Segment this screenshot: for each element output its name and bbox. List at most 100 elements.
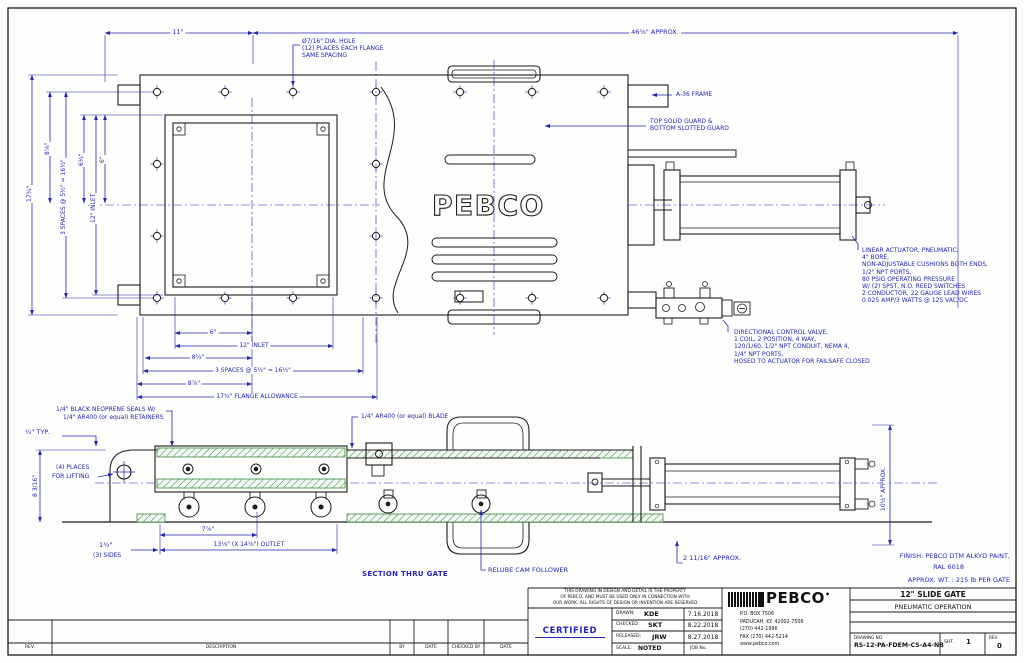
- actuator-note-line: 80 PSIG OPERATING PRESSURE: [862, 275, 956, 283]
- dim-outlet: 13⅛" (X 14⅛") OUTLET: [213, 541, 285, 548]
- company-logo-text: PEBCO: [766, 589, 825, 607]
- vdim-total: 17¾": [26, 184, 34, 203]
- hdim-inlet: 12" INLET: [237, 342, 271, 350]
- scale-label: SCALE:: [616, 646, 632, 651]
- actuator-note-line: NON-ADJUSTABLE CUSHIONS BOTH ENDS,: [862, 261, 988, 269]
- three-sides-note: (3) SIDES: [93, 552, 122, 559]
- sheet-label: SHT.: [944, 640, 954, 645]
- dim-2-11-16: 2 11/16" APPROX.: [683, 554, 742, 562]
- hole-callout-line3: SAME SPACING: [302, 52, 348, 60]
- guard-note-line1: TOP SOLID GUARD &: [650, 118, 713, 125]
- strip-rev-header: REV.: [25, 645, 35, 650]
- strip-date-header: DATE: [425, 645, 437, 650]
- section-caption: SECTION THRU GATE: [362, 570, 449, 578]
- valve-note-line: HOSED TO ACTUATOR FOR FAILSAFE CLOSED: [734, 357, 870, 365]
- drawn-label: DRAWN:: [616, 611, 635, 616]
- address-line: P.O. BOX 7506: [740, 612, 774, 617]
- quarter-typ: ¼" TYP.: [25, 428, 50, 436]
- logo-dot: •: [824, 590, 831, 599]
- lifting-note-line1: (4) PLACES: [56, 464, 90, 471]
- vdim-6-1-4: 6¼": [78, 152, 86, 167]
- released-value: JRW: [652, 633, 667, 641]
- vdim-inlet: 12" INLET: [90, 192, 98, 224]
- vdim-8-7-8: 8⅞": [44, 141, 52, 156]
- dim-7-7-8: 7⅞": [201, 526, 215, 533]
- lifting-note-line2: FOR LIFTING: [52, 473, 90, 480]
- hdim-8-1-4: 8¼": [189, 354, 207, 362]
- sheet-border: [7, 7, 1017, 656]
- checked-date: 8.22.2018: [687, 622, 719, 629]
- finish-note-line2: RAL 6018: [933, 563, 964, 571]
- strip-checkedby-header: CHECKED BY: [451, 645, 481, 650]
- drawn-value: KDE: [644, 610, 659, 618]
- hdim-8-7-8: 8⅞": [185, 380, 203, 388]
- hdim-flange: 17¾" FLANGE ALLOWANCE: [214, 393, 300, 401]
- address-line: FAX (270) 442-5214: [740, 634, 788, 640]
- title-block-lines: [8, 587, 1016, 655]
- actuator-note-line: 2 CONDUCTOR, 22 GAUGE LEAD WIRES: [862, 290, 981, 298]
- hdim-spaces: 3 SPACES @ 5½" = 16½": [213, 367, 293, 375]
- drawing-subtitle: PNEUMATIC OPERATION: [894, 602, 972, 611]
- job-no-label: JOB No.: [690, 646, 707, 651]
- strip-description-header: DESCRIPTION: [205, 645, 237, 650]
- scale-value: NOTED: [638, 645, 662, 652]
- dim-overall: 46⅝" APPROX.: [629, 28, 681, 37]
- strip-by-header: BY: [399, 645, 405, 650]
- certified-stamp: CERTIFIED: [534, 626, 606, 638]
- guard-logo-cutout: PEBCO: [432, 189, 545, 222]
- actuator-note-line: 4" BORE,: [862, 254, 890, 262]
- valve-note-line: 120/1/60, 1/2" NPT CONDUIT, NEMA 4,: [734, 343, 850, 351]
- vdim-spaces: 3 SPACES @ 5½" = 16½": [60, 158, 68, 236]
- valve-note: DIRECTIONAL CONTROL VALVE, 1 COIL, 2 POS…: [734, 329, 870, 365]
- guard-note-line2: BOTTOM SLOTTED GUARD: [650, 125, 729, 133]
- hole-callout-line2: (12) PLACES EACH FLANGE: [302, 45, 384, 53]
- actuator-note: LINEAR ACTUATOR, PNEUMATIC, 4" BORE, NON…: [862, 247, 988, 305]
- checked-label: CHECKED:: [616, 622, 640, 627]
- strip-date2-header: DATE: [500, 645, 512, 650]
- property-note-line2: OF PEBCO, AND MUST BE USED ONLY IN CONNE…: [560, 595, 690, 601]
- dim-11: 11": [170, 28, 186, 37]
- valve-note-line: DIRECTIONAL CONTROL VALVE,: [734, 329, 829, 336]
- actuator-note-line: 1/2" NPT PORTS,: [862, 268, 912, 276]
- released-date: 8.27.2018: [687, 634, 719, 641]
- vdim-6: 6": [99, 155, 107, 164]
- property-note-line3: OUR WORK. ALL RIGHTS OF DESIGN OR INVENT…: [552, 601, 698, 607]
- address-line: PADUCAH, KY. 42002-7506: [740, 619, 804, 625]
- weight-note: APPROX. WT. : 215 lb PER GATE: [907, 576, 1010, 584]
- hole-callout: Ø7/16" DIA. HOLE (12) PLACES EACH FLANGE…: [302, 38, 383, 60]
- sheet-value: 1: [966, 638, 971, 646]
- drawing-no-value: RS-12-PA-FDEM-CS-A4-NB: [854, 642, 944, 649]
- company-address: P.O. BOX 7506 PADUCAH, KY. 42002-7506 (2…: [740, 611, 804, 649]
- actuator-note-line: LINEAR ACTUATOR, PNEUMATIC,: [862, 247, 959, 254]
- section-view: [62, 416, 932, 555]
- address-line: (270) 442-1996: [740, 627, 778, 633]
- relube-note: RELUBE CAM FOLLOWER: [488, 566, 569, 574]
- property-note-line1: THIS DRAWING IN DESIGN AND DETAIL IS THE…: [564, 589, 686, 594]
- address-line: www.pebco.com: [740, 642, 780, 648]
- vdim-10-1-2: 10½" APPROX.: [880, 466, 888, 512]
- actuator-note-line: 0.025 AMP/3 WATTS @ 125 VAC/DC: [862, 297, 968, 305]
- drawing-title: 12" SLIDE GATE: [900, 590, 966, 599]
- hole-callout-line1: Ø7/16" DIA. HOLE: [302, 38, 356, 45]
- finish-note-line1: FINISH: PEBCO DTM ALKYD PAINT,: [899, 552, 1010, 560]
- seals-note-line2: 1/4" AR400 (or equal) RETAINERS: [63, 414, 164, 421]
- lifting-hole: [113, 461, 135, 483]
- vdim-8-3-16: 8 3/16": [32, 474, 40, 498]
- actuator-note-line: W/ (2) SPST, N.O. REED SWITCHES: [862, 283, 966, 291]
- company-logo: PEBCO•: [766, 589, 831, 607]
- checked-value: SKT: [648, 621, 663, 629]
- rev-label: REV.: [989, 635, 999, 640]
- frame-note: A-36 FRAME: [676, 91, 713, 98]
- released-label: RELEASED:: [616, 634, 642, 639]
- valve-note-line: 1 COIL, 2 POSITION, 4 WAY,: [734, 336, 817, 344]
- logo-barcode: [728, 592, 764, 607]
- dim-1-3-4: 1¾": [99, 541, 113, 549]
- dimension-lines: [28, 31, 959, 571]
- seals-note-line1: 1/4" BLACK NEOPRENE SEALS W/: [56, 406, 156, 413]
- drawing-no-label: DRAWING NO.: [854, 635, 884, 640]
- property-note: THIS DRAWING IN DESIGN AND DETAIL IS THE…: [528, 589, 722, 608]
- hdim-6: 6": [207, 329, 219, 337]
- rev-value: 0: [997, 642, 1002, 650]
